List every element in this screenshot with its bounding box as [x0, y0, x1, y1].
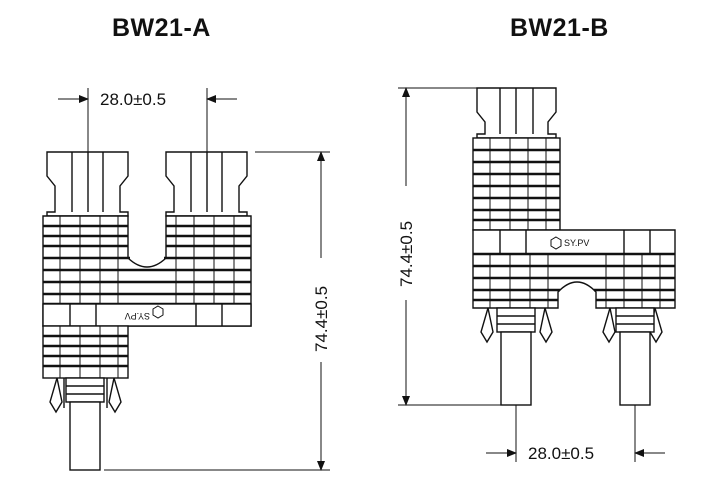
b-label-band [473, 230, 675, 256]
a-brand-logo-icon [152, 305, 164, 319]
b-latch-clips [480, 307, 663, 344]
title-bw21-b: BW21-B [510, 14, 609, 42]
a-contact-pin [65, 377, 105, 471]
drawing-bw21-b [472, 87, 676, 406]
b-upper-neck [472, 137, 561, 231]
b-contact-pin-left [496, 307, 536, 406]
drawing-bw21-a [42, 151, 252, 471]
a-rib-ticks [59, 216, 235, 304]
b-brand-text: SY.PV [564, 238, 589, 248]
a-cap-right [165, 151, 248, 217]
a-cap-left [46, 151, 129, 217]
b-width-dimension: 28.0±0.5 [528, 444, 594, 463]
a-lower-neck [42, 325, 129, 379]
a-height-dimension: 74.4±0.5 [312, 286, 331, 352]
b-height-dimension: 74.4±0.5 [397, 221, 416, 287]
b-brand-logo-icon [550, 236, 562, 250]
a-latch-clips [49, 377, 122, 414]
title-bw21-a: BW21-A [112, 14, 211, 42]
b-cap [476, 87, 557, 139]
b-dimensions [398, 87, 665, 462]
b-ribs [473, 264, 675, 302]
a-width-dimension: 28.0±0.5 [100, 90, 166, 109]
b-rib-ticks [489, 254, 661, 308]
a-label-band [42, 303, 252, 327]
b-contact-pin-right [615, 307, 655, 406]
a-dimensions [58, 88, 330, 471]
a-brand-text: SY.PV [125, 311, 150, 321]
